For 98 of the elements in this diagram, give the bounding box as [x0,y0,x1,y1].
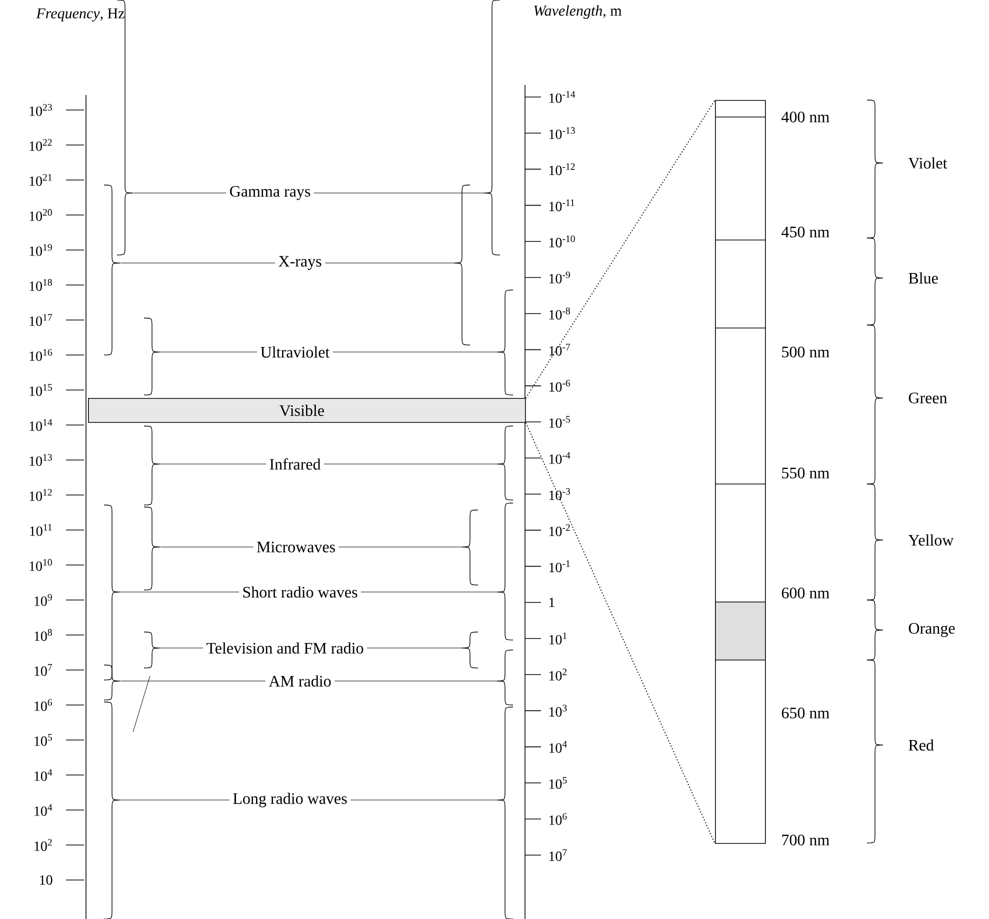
color-label: Green [908,392,948,404]
band-label: Microwaves [256,542,335,552]
curly-brace [144,506,160,590]
tick-label: 10$^{6}$ [34,699,52,711]
tick-label: 650 nm [782,708,830,718]
tick-label: 10$^{-4}$ [549,452,570,464]
tick-label: 10$^{2}$ [549,668,567,681]
tick-label: 10$^{18}$ [30,279,52,291]
tick-label: 10$^{1}$ [549,632,567,644]
curly-brace [496,290,514,396]
band-label: Ultraviolet [260,346,330,358]
curly-brace [104,184,120,356]
tick-label: 10$^{-12}$ [549,163,575,176]
curly-brace [144,318,160,396]
tick-label: 10$^{-10}$ [549,235,575,248]
curly-brace [104,702,120,919]
tick-label: 10$^{7}$ [549,849,567,861]
tick-label: 10$^{21}$ [30,174,52,186]
band-label: Short radio waves [243,586,358,598]
tick-label: 10$^{-11}$ [549,199,574,212]
tick-label: 10$^{-3}$ [549,488,570,500]
curly-brace [496,426,514,500]
curly-brace [462,632,478,668]
band-label: Gamma rays [230,186,310,200]
leader-line [324,262,454,264]
color-label: Orange [908,622,955,638]
curly-brace [484,0,500,256]
leader-line [160,546,254,548]
tick-label: 10$^{2}$ [34,839,52,851]
dotted-line [525,100,716,398]
tick-label: 10 [40,875,52,885]
tick-label: 10$^{-6}$ [549,380,570,392]
color-label: Blue [908,272,938,284]
tick-label: 500 nm [782,346,830,358]
visible-band: Visible [88,398,526,423]
band-label: Infrared [270,458,321,470]
leader-line [120,680,266,682]
tick-label: 10$^{13}$ [30,454,52,466]
tick-label: 10$^{12}$ [30,489,52,501]
color-label: Red [908,739,934,751]
curly-brace [144,426,160,506]
tick-label: 10$^{17}$ [30,314,52,326]
tick-label: 10$^{23}$ [30,104,52,116]
tick-label: 10$^{19}$ [30,244,52,256]
leader-line [133,192,226,194]
tick-label: 10$^{5}$ [34,734,52,746]
curly-brace [462,510,478,586]
curly-brace [104,664,120,700]
tick-label: 10$^{-8}$ [549,308,570,320]
tick-label: 400 nm [782,112,830,122]
tick-label: 10$^{-5}$ [549,416,570,428]
band-label: Television and FM radio [206,642,364,654]
tick-label: 1 [549,598,554,608]
tick-label: 10$^{20}$ [30,209,52,221]
tick-label: 10$^{3}$ [549,704,567,717]
tick-label: 10$^{-2}$ [549,524,570,536]
spectrum-bar [715,100,766,844]
tick-label: 10$^{-7}$ [549,344,570,356]
tick-label: 10$^{4}$ [34,804,52,816]
tick-label: 10$^{-13}$ [549,127,575,140]
tick-label: 10$^{-14}$ [549,91,576,103]
leader-line [120,262,276,264]
tick-label: 10$^{5}$ [549,777,567,789]
color-label: Violet [908,157,948,169]
leader-line [334,680,498,682]
axis-title: Frequency, Hz [36,8,124,22]
dotted-line [525,422,716,844]
tick-label: 10$^{-1}$ [549,560,570,572]
curly-brace [104,504,120,680]
tick-label: 450 nm [782,226,830,238]
tick-label: 10$^{4}$ [34,769,52,781]
tick-label: 10$^{7}$ [34,664,52,676]
tick-label: 700 nm [782,834,830,846]
tick-label: 10$^{4}$ [549,740,567,753]
axis-title: Wavelength, m [534,5,622,19]
tick-label: 10$^{9}$ [34,594,52,606]
tick-label: 600 nm [782,588,830,598]
band-label: AM radio [268,675,331,687]
curly-brace [144,632,160,668]
curly-brace [496,706,514,919]
tick-label: 10$^{11}$ [30,524,52,536]
color-label: Yellow [908,534,954,546]
tick-label: 10$^{22}$ [30,139,52,151]
leader-line [314,192,484,194]
tick-label: 10$^{10}$ [30,559,52,571]
tick-label: 550 nm [782,468,830,478]
curly-brace [454,184,470,346]
tick-label: 10$^{14}$ [30,419,52,431]
tick-label: 10$^{-9}$ [549,272,570,284]
curly-brace [496,502,514,640]
leader-line [338,546,462,548]
curly-brace [496,650,514,706]
band-label: X-rays [278,256,322,270]
tick-label: 10$^{8}$ [34,629,52,641]
tick-label: 10$^{16}$ [30,349,52,361]
band-label: Long radio waves [233,792,347,808]
tick-label: 10$^{15}$ [30,384,52,396]
tick-label: 10$^{6}$ [549,813,567,825]
